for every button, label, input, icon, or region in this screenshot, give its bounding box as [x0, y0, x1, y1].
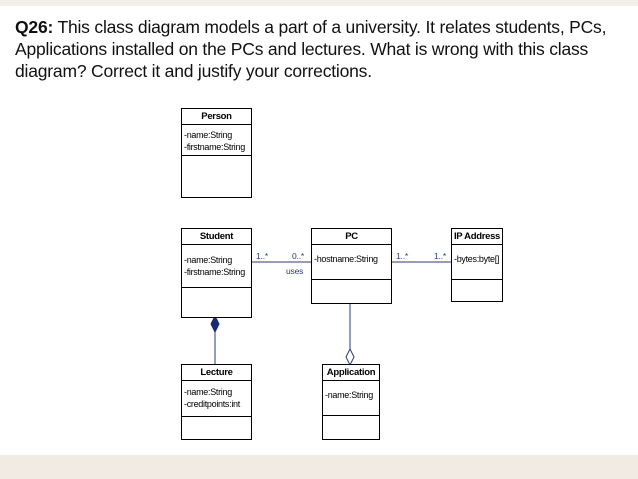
- ip-attr-bytes: -bytes:byte[]: [454, 254, 500, 264]
- class-application-attributes: -name:String: [323, 381, 379, 416]
- aggregation-diamond: [345, 347, 355, 367]
- class-pc-name: PC: [312, 229, 391, 245]
- class-student: Student -name:String -firstname:String: [181, 228, 252, 318]
- student-attr-name: -name:String: [184, 255, 232, 265]
- question-number: Q26:: [15, 17, 54, 37]
- student-attr-firstname: -firstname:String: [184, 267, 245, 277]
- slide-top-border: [0, 0, 638, 6]
- question-body: This class diagram models a part of a un…: [15, 17, 607, 81]
- role-uses: uses: [286, 266, 304, 276]
- person-attr-name: -name:String: [184, 130, 232, 140]
- composition-diamond: [210, 314, 220, 334]
- class-pc-attributes: -hostname:String: [312, 245, 391, 280]
- mult-pc-ip-left: 1..*: [396, 251, 408, 261]
- mult-student-pc-left: 1..*: [256, 251, 268, 261]
- class-ip-address: IP Address -bytes:byte[]: [451, 228, 503, 302]
- class-ip-address-name: IP Address: [452, 229, 502, 245]
- class-lecture: Lecture -name:String -creditpoints:int: [181, 364, 252, 440]
- class-student-name: Student: [182, 229, 251, 245]
- slide: Q26: This class diagram models a part of…: [0, 6, 620, 455]
- mult-pc-ip-right: 1..*: [434, 251, 446, 261]
- class-lecture-attributes: -name:String -creditpoints:int: [182, 381, 251, 417]
- class-pc: PC -hostname:String: [311, 228, 392, 304]
- class-person-name: Person: [182, 109, 251, 125]
- class-application-name: Application: [323, 365, 379, 381]
- lecture-attr-creditpoints: -creditpoints:int: [184, 399, 240, 409]
- class-application: Application -name:String: [322, 364, 380, 440]
- class-student-attributes: -name:String -firstname:String: [182, 245, 251, 288]
- class-ip-address-attributes: -bytes:byte[]: [452, 245, 502, 280]
- class-person: Person -name:String -firstname:String: [181, 108, 252, 198]
- person-attr-firstname: -firstname:String: [184, 142, 245, 152]
- mult-student-pc-right: 0..*: [292, 251, 304, 261]
- lecture-attr-name: -name:String: [184, 387, 232, 397]
- question-text: Q26: This class diagram models a part of…: [15, 16, 615, 82]
- class-person-attributes: -name:String -firstname:String: [182, 125, 251, 156]
- slide-bottom-border: [0, 455, 638, 479]
- application-attr-name: -name:String: [325, 390, 373, 400]
- pc-attr-hostname: -hostname:String: [314, 254, 378, 264]
- class-lecture-name: Lecture: [182, 365, 251, 381]
